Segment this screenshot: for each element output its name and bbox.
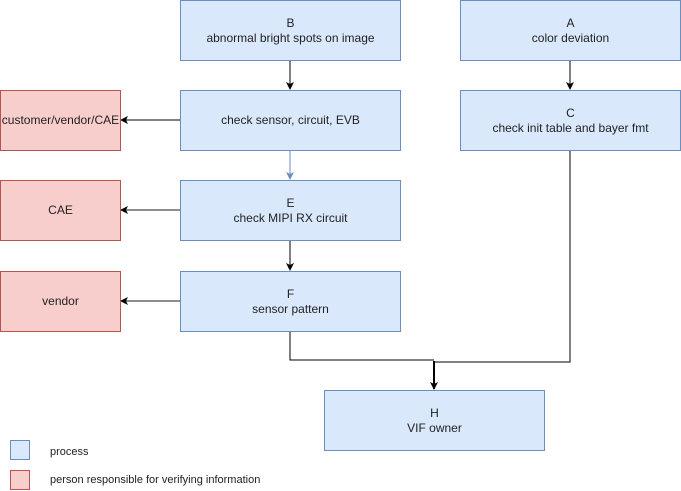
node-id: E: [286, 195, 295, 210]
node-check-sensor[interactable]: check sensor, circuit, EVB: [180, 90, 401, 151]
node-vendor[interactable]: vendor: [0, 271, 121, 332]
node-h[interactable]: H VIF owner: [324, 390, 545, 451]
node-label: check sensor, circuit, EVB: [221, 113, 360, 127]
node-label: sensor pattern: [252, 301, 329, 316]
node-cae[interactable]: CAE: [0, 180, 121, 241]
node-id: A: [566, 15, 575, 30]
node-e[interactable]: E check MIPI RX circuit: [180, 180, 401, 241]
legend-process-swatch: [10, 440, 30, 460]
node-b[interactable]: B abnormal bright spots on image: [180, 0, 401, 61]
node-label: customer/vendor/CAE: [1, 113, 120, 127]
node-id: F: [286, 286, 295, 301]
node-label: vendor: [42, 294, 79, 308]
node-id: C: [566, 105, 575, 120]
node-a[interactable]: A color deviation: [460, 0, 681, 61]
node-label: check init table and bayer fmt: [492, 120, 649, 135]
node-id: H: [430, 405, 439, 420]
node-label: color deviation: [531, 30, 610, 45]
legend-responsible-label: person responsible for verifying informa…: [50, 474, 261, 486]
node-label: VIF owner: [407, 420, 462, 435]
edge-c-to-h: [434, 150, 571, 363]
legend-responsible-swatch: [10, 470, 30, 490]
node-label: abnormal bright spots on image: [206, 30, 375, 45]
node-id: B: [286, 15, 295, 30]
node-customer-vendor-cae[interactable]: customer/vendor/CAE: [0, 90, 121, 151]
node-label: CAE: [48, 203, 73, 217]
node-c[interactable]: C check init table and bayer fmt: [460, 90, 681, 151]
edge-f-to-h: [289, 331, 434, 361]
node-f[interactable]: F sensor pattern: [180, 271, 401, 332]
node-label: check MIPI RX circuit: [233, 210, 348, 225]
legend-process-label: process: [50, 446, 89, 458]
